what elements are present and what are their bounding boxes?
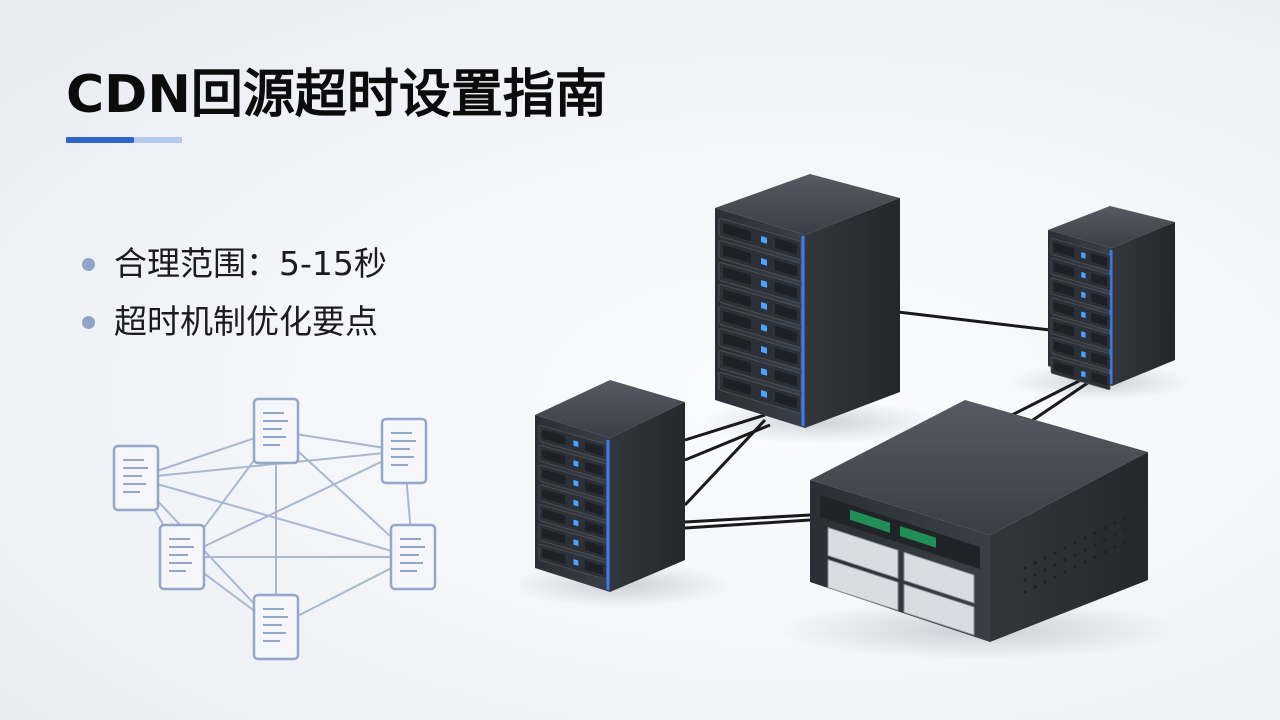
document-node <box>252 397 300 465</box>
bullet-text-optimization: 超时机制优化要点 <box>114 302 378 341</box>
accent-bar-light-segment <box>134 137 182 143</box>
document-node <box>112 444 160 512</box>
bullet-list: 合理范围：5-15秒 超时机制优化要点 <box>80 238 387 354</box>
bullet-text-range: 合理范围：5-15秒 <box>114 244 387 283</box>
bullet-dot-icon <box>82 316 95 329</box>
document-node <box>380 417 428 485</box>
network-cables <box>683 310 1093 530</box>
document-node <box>158 523 206 591</box>
bullet-dot-icon <box>82 258 95 271</box>
server-tower-left <box>535 380 685 592</box>
server-tower-center <box>715 174 900 428</box>
accent-bar-dark-segment <box>66 137 134 143</box>
document-node <box>252 593 300 661</box>
bullet-item-optimization: 超时机制优化要点 <box>80 296 387 354</box>
document-node <box>389 523 437 591</box>
server-rack-icon <box>520 174 1190 660</box>
slide-title: CDN回源超时设置指南 <box>66 65 607 125</box>
document-network-icon <box>112 397 437 661</box>
bullet-item-range: 合理范围：5-15秒 <box>80 238 387 296</box>
server-chassis-large <box>810 400 1148 642</box>
title-accent-bar <box>66 137 182 143</box>
server-tower-right <box>1048 206 1175 391</box>
